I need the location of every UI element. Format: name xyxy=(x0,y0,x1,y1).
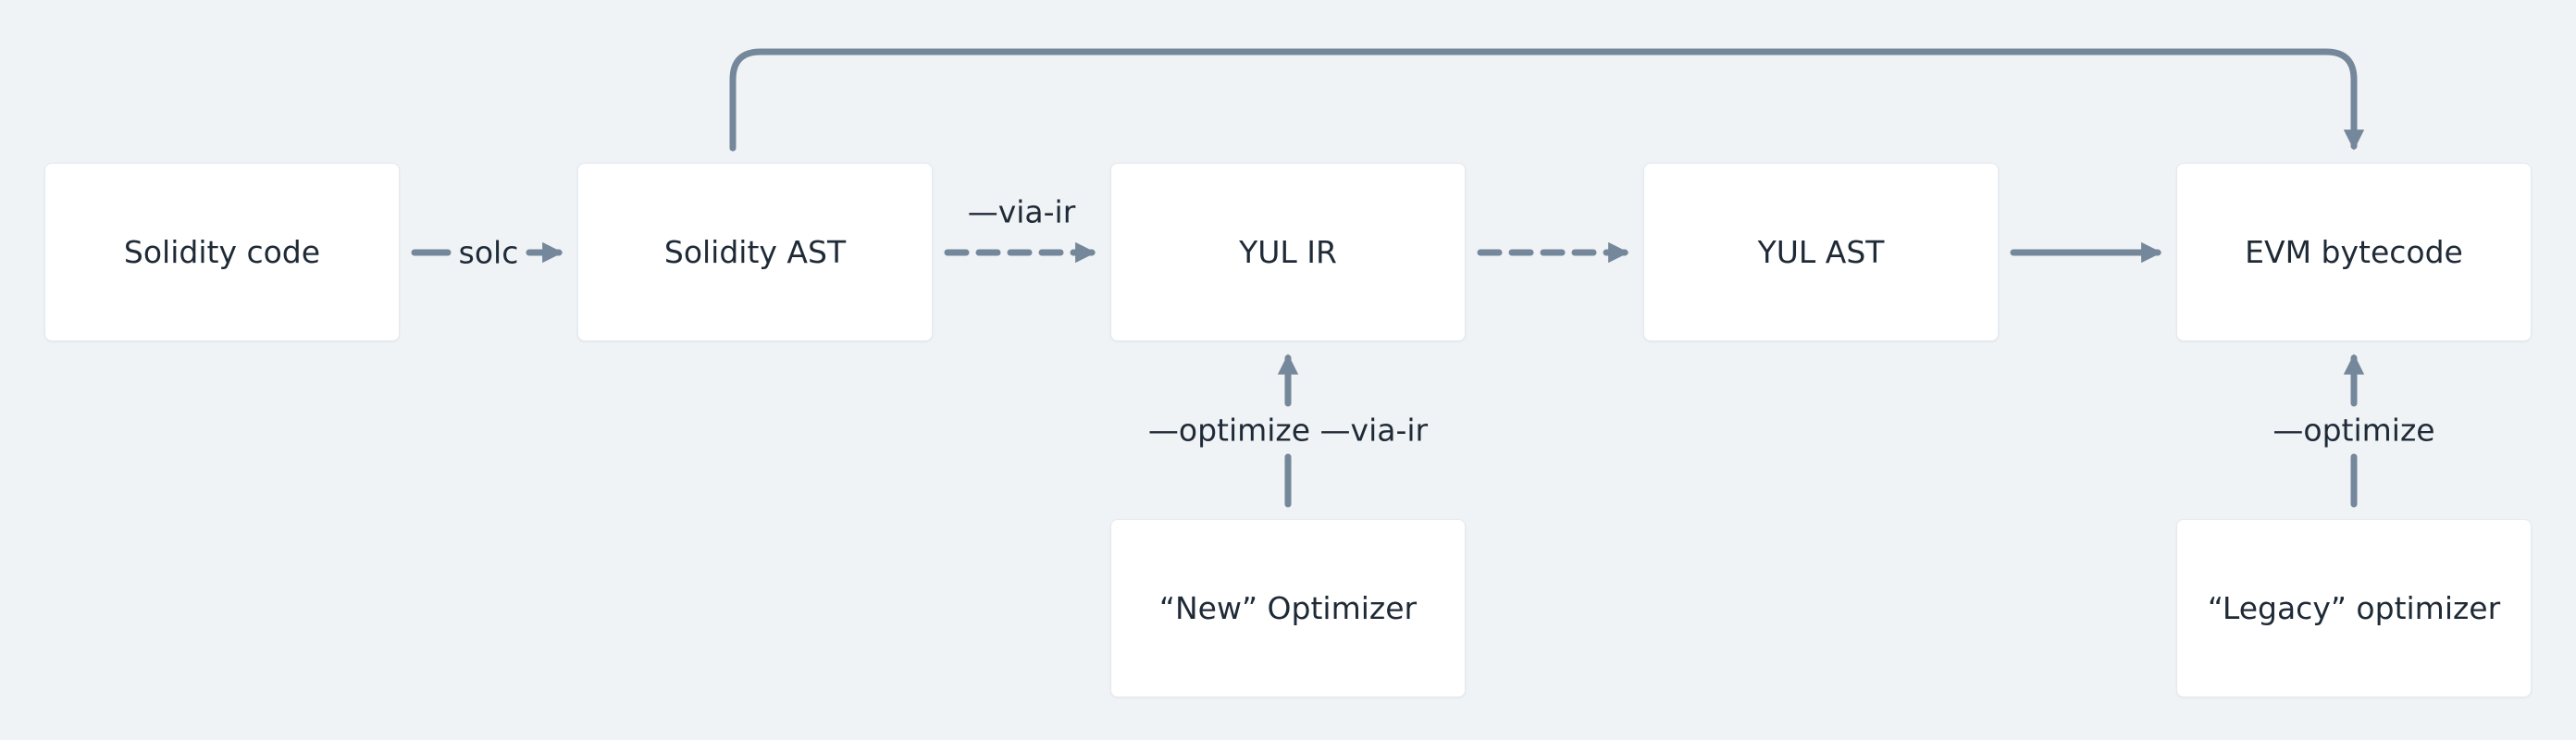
node-label: YUL AST xyxy=(1757,234,1885,270)
edge-label-solc: solc xyxy=(456,234,521,271)
node-label: “Legacy” optimizer xyxy=(2207,590,2501,626)
node-solidity-code: Solidity code xyxy=(44,163,400,341)
node-yul-ast: YUL AST xyxy=(1643,163,1999,341)
node-label: EVM bytecode xyxy=(2245,234,2463,270)
node-label: Solidity code xyxy=(123,234,321,270)
edge-label-via-ir: —via-ir xyxy=(965,193,1078,230)
node-new-optimizer: “New” Optimizer xyxy=(1110,519,1466,697)
edge-label-optimize: —optimize xyxy=(2271,412,2437,449)
edge-solidity-ast-to-evm-bypass xyxy=(729,48,2365,152)
node-yul-ir: YUL IR xyxy=(1110,163,1466,341)
node-label: YUL IR xyxy=(1239,234,1337,270)
edge-label-optimize-via-ir: —optimize —via-ir xyxy=(1146,412,1430,449)
node-label: “New” Optimizer xyxy=(1158,590,1418,626)
node-solidity-ast: Solidity AST xyxy=(577,163,933,341)
node-label: Solidity AST xyxy=(663,234,847,270)
node-legacy-optimizer: “Legacy” optimizer xyxy=(2176,519,2532,697)
node-evm-bytecode: EVM bytecode xyxy=(2176,163,2532,341)
